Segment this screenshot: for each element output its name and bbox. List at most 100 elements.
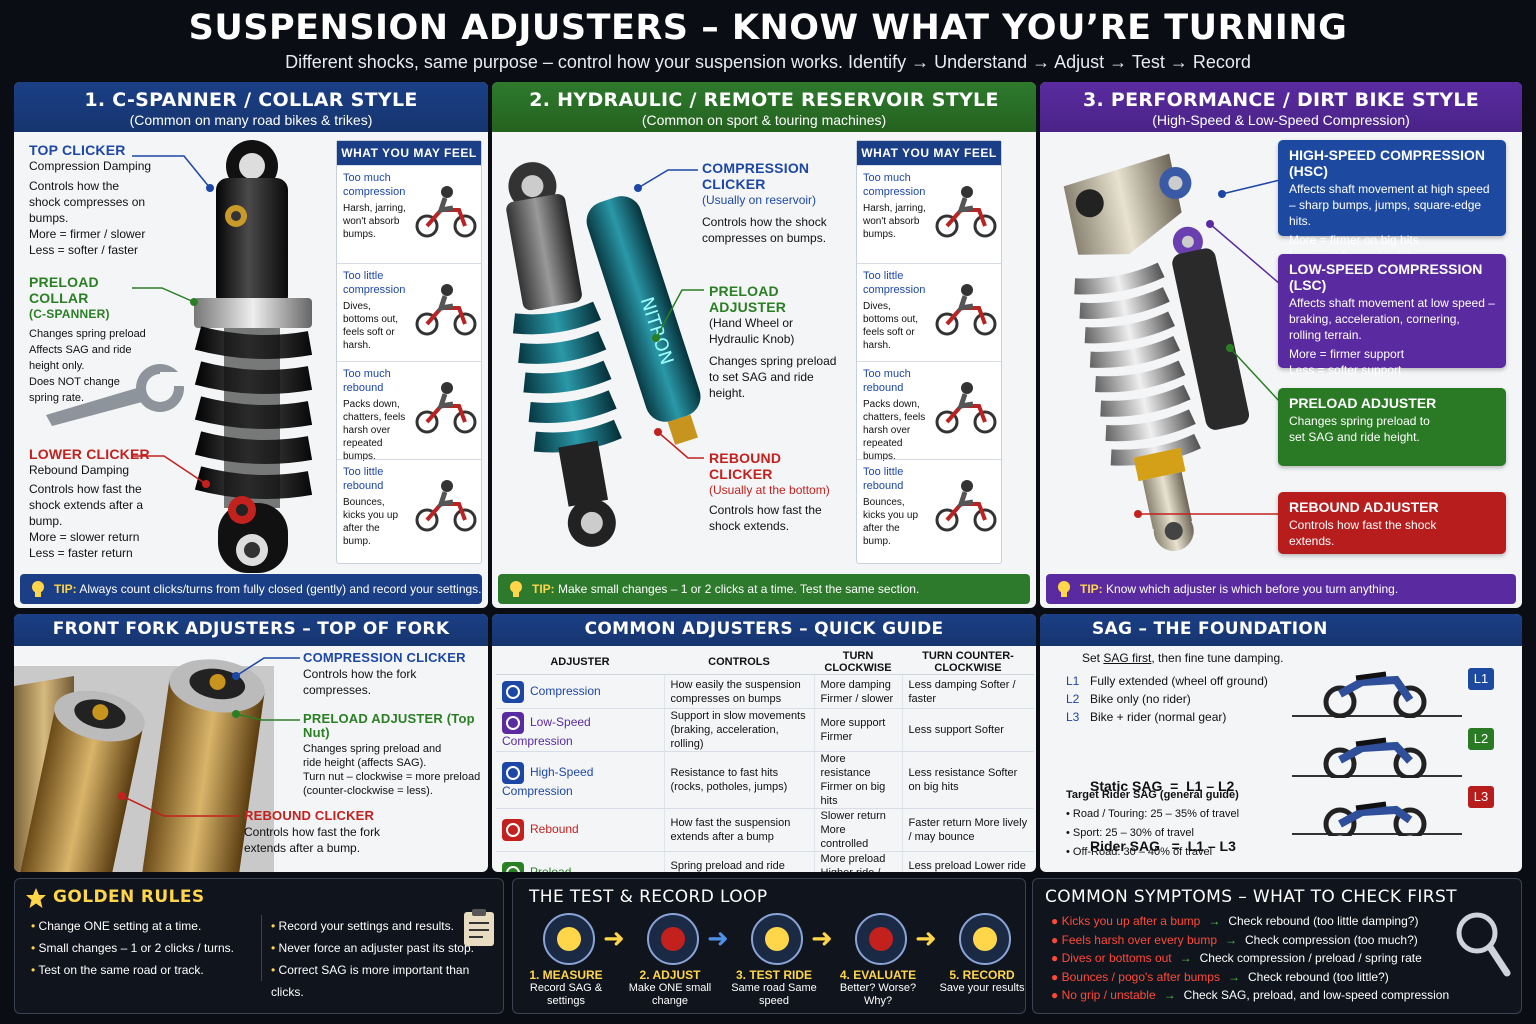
sag-intro-text: , then fine tune damping. bbox=[1151, 651, 1284, 665]
feel-key: Too little rebound bbox=[863, 466, 904, 492]
panel-sag: SAG – THE FOUNDATION Set SAG first, then… bbox=[1040, 614, 1522, 872]
symptom-text: Dives or bottoms out bbox=[1061, 951, 1172, 965]
rules-title: GOLDEN RULES bbox=[53, 887, 205, 907]
clipboard-icon bbox=[959, 913, 1011, 965]
sag-formulas: Static SAG = L1 – L2 Rider SAG = L1 – L3 bbox=[1090, 736, 1236, 872]
arrow-right-icon: ➜ bbox=[915, 923, 937, 953]
adjuster-name: High-Speed Compression bbox=[502, 765, 594, 798]
rule-item: Test on the same road or track. bbox=[31, 959, 234, 981]
label-more: More = slower return bbox=[29, 530, 140, 544]
label-subtitle: (C-SPANNER) bbox=[29, 307, 110, 321]
box-body: Controls how fast the shock extends. bbox=[1289, 518, 1437, 548]
feel-card-title: WHAT YOU MAY FEEL bbox=[337, 141, 481, 165]
panel-header: FRONT FORK ADJUSTERS – TOP OF FORK bbox=[14, 614, 488, 646]
sag-bike-l3: L3 bbox=[1292, 772, 1512, 836]
adjuster-icon bbox=[502, 712, 524, 734]
panel-header: 2. HYDRAULIC / REMOTE RESERVOIR STYLE (C… bbox=[492, 82, 1036, 132]
bullet-icon: ● bbox=[1051, 914, 1062, 928]
wrench-icon bbox=[647, 913, 699, 965]
star-icon bbox=[26, 888, 46, 908]
adjuster-icon bbox=[502, 862, 524, 872]
target-offroad: • Off-Road: 30 – 40% of travel bbox=[1066, 846, 1213, 858]
tip-text: Always count clicks/turns from fully clo… bbox=[79, 582, 482, 596]
symptoms-title: COMMON SYMPTOMS – WHAT TO CHECK FIRST bbox=[1045, 887, 1457, 907]
arrow-right-icon: → bbox=[1208, 914, 1221, 928]
sag-intro-emphasis: SAG first bbox=[1103, 651, 1152, 665]
page-subtitle: Different shocks, same purpose – control… bbox=[285, 52, 1251, 72]
panel-title: FRONT FORK ADJUSTERS – TOP OF FORK bbox=[52, 619, 450, 639]
sag-intro-text: Set bbox=[1082, 651, 1104, 665]
tape-measure-icon bbox=[543, 913, 595, 965]
check-text: Check compression / preload / spring rat… bbox=[1199, 951, 1422, 965]
label-more: More = firmer / slower bbox=[29, 227, 146, 241]
table-header-row: ADJUSTER CONTROLS TURN CLOCKWISE TURN CO… bbox=[496, 650, 1034, 675]
box-more: More = firmer support bbox=[1289, 347, 1405, 361]
label-body: Controls how fast the shock extends. bbox=[709, 503, 822, 533]
adjuster-cell: Rebound bbox=[496, 808, 664, 852]
label-subtitle: (Usually at the bottom) bbox=[709, 483, 830, 497]
preload-adjuster-label: PRELOAD ADJUSTER (Hand Wheel or Hydrauli… bbox=[709, 283, 839, 401]
fork-compression-label: COMPRESSION CLICKER Controls how the for… bbox=[303, 650, 483, 698]
arrow-right-icon: → bbox=[1163, 988, 1176, 1002]
callout-lines bbox=[1134, 179, 1281, 518]
step-number: 2. ADJUST bbox=[639, 968, 701, 982]
rule-item: Record your settings and results. bbox=[271, 915, 503, 937]
target-road: • Road / Touring: 25 – 35% of travel bbox=[1066, 808, 1240, 820]
table-row: PreloadSpring preload and ride height (s… bbox=[496, 851, 1034, 872]
hsc-box: HIGH-SPEED COMPRESSION (HSC) Affects sha… bbox=[1278, 140, 1506, 263]
l2-text: Bike only (no rider) bbox=[1090, 692, 1191, 706]
divider bbox=[261, 915, 262, 981]
arrow-right-icon: → bbox=[1227, 969, 1240, 984]
symptom-row: ● Dives or bottoms out→Check compression… bbox=[1051, 949, 1449, 968]
step-number: 3. TEST RIDE bbox=[735, 968, 812, 982]
controls-cell: How easily the suspension compresses on … bbox=[663, 674, 814, 709]
counter-clockwise-cell: Less support Softer bbox=[901, 708, 1034, 752]
controls-cell: Support in slow movements (braking, acce… bbox=[663, 708, 814, 752]
page-header: SUSPENSION ADJUSTERS – KNOW WHAT YOU’RE … bbox=[0, 0, 1536, 78]
feel-desc: Harsh, jarring, won't absorb bumps. bbox=[343, 203, 406, 240]
panel-header: COMMON ADJUSTERS – QUICK GUIDE bbox=[492, 614, 1036, 646]
label-title: TOP CLICKER bbox=[29, 142, 126, 158]
counter-clockwise-cell: Less damping Softer / faster bbox=[901, 674, 1034, 709]
adjuster-name: Rebound bbox=[530, 822, 579, 837]
preload-collar-label: PRELOAD COLLAR (C-SPANNER) Changes sprin… bbox=[29, 274, 149, 406]
magnifier-icon bbox=[1456, 912, 1511, 977]
controls-cell: Spring preload and ride height (sets SAG… bbox=[663, 851, 814, 872]
step-desc: Better? Worse? Why? bbox=[839, 982, 917, 1007]
box-title: PRELOAD ADJUSTER bbox=[1289, 395, 1437, 411]
sag-badge-l3: L3 bbox=[1468, 786, 1494, 808]
symptom-row: ● Kicks you up after a bump→Check reboun… bbox=[1051, 912, 1449, 931]
fork-rebound-label: REBOUND CLICKER Controls how fast the fo… bbox=[244, 808, 404, 856]
clipboard-icon bbox=[464, 909, 494, 946]
label-title: COMPRESSION CLICKER bbox=[702, 160, 810, 192]
box-body: Changes spring preload to set SAG and ri… bbox=[1289, 414, 1430, 444]
adjuster-icon bbox=[502, 762, 524, 784]
box-body: Affects shaft movement at high speed – s… bbox=[1289, 182, 1490, 228]
panel-header: 1. C-SPANNER / COLLAR STYLE (Common on m… bbox=[14, 82, 488, 132]
tip-text: Know which adjuster is which before you … bbox=[1106, 582, 1399, 596]
adjuster-cell: High-Speed Compression bbox=[496, 751, 664, 809]
box-title: LOW-SPEED COMPRESSION (LSC) bbox=[1289, 261, 1483, 293]
tip-bar: TIP: Know which adjuster is which before… bbox=[1046, 574, 1516, 604]
feel-key: Too much rebound bbox=[343, 368, 391, 394]
clockwise-cell: More resistance Firmer on big hits bbox=[813, 751, 902, 809]
box-title: HIGH-SPEED COMPRESSION (HSC) bbox=[1289, 147, 1486, 179]
feel-desc: Packs down, chatters, feels harsh over r… bbox=[863, 399, 926, 462]
sag-bike-l2: L2 bbox=[1292, 714, 1512, 778]
top-clicker-label: TOP CLICKER Compression Damping Controls… bbox=[29, 142, 153, 258]
lsc-box: LOW-SPEED COMPRESSION (LSC) Affects shaf… bbox=[1278, 254, 1506, 377]
preload-box: PRELOAD ADJUSTER Changes spring preload … bbox=[1278, 388, 1506, 466]
target-title: Target Rider SAG (general guide) bbox=[1066, 789, 1239, 801]
counter-clockwise-cell: Less preload Lower ride / more SAG bbox=[901, 851, 1034, 872]
loop-title: THE TEST & RECORD LOOP bbox=[529, 887, 768, 907]
symptom-text: No grip / unstable bbox=[1061, 988, 1156, 1002]
